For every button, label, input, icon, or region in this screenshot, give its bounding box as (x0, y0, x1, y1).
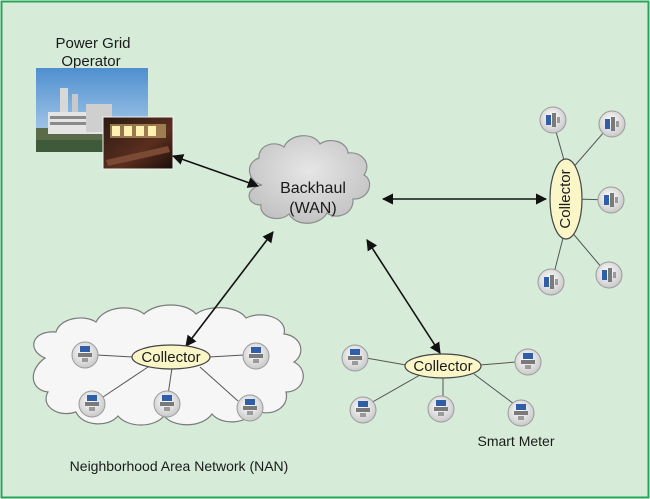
backhaul-bottom-collector-arrow (366, 239, 441, 354)
collector-label-nan: Collector (141, 349, 200, 366)
collector-node-nan (131, 344, 211, 370)
control-room-photo (102, 116, 174, 170)
collector-node-right (549, 158, 583, 240)
collector-label-bottom: Collector (413, 358, 472, 375)
bottom-collector-cluster: Collector (341, 344, 542, 427)
smart-meter-icon (427, 395, 455, 423)
backhaul-label-line2: (WAN) (289, 200, 336, 217)
operator-label-line1: Power Grid (55, 35, 130, 52)
collector-node-bottom (404, 353, 482, 379)
smart-meter-icon (236, 394, 264, 422)
power-grid-operator: Power Grid Operator (36, 35, 174, 170)
smart-meter-icon (537, 268, 565, 296)
smart-meter-icon (539, 106, 567, 134)
nan-collector-cluster: Collector (71, 341, 270, 422)
collector-label-right: Collector (557, 169, 574, 228)
smart-meter-icon (71, 341, 99, 369)
backhaul-label-line1: Backhaul (280, 180, 346, 197)
connection-arrows (171, 154, 548, 354)
smart-meter-icon (78, 390, 106, 418)
operator-label-line2: Operator (61, 53, 120, 70)
backhaul-wan-cloud: Backhaul (WAN) (248, 135, 371, 224)
operator-backhaul-arrow (171, 154, 260, 188)
smart-meter-label: Smart Meter (477, 433, 554, 449)
smart-meter-icon (349, 396, 377, 424)
backhaul-nan-collector-arrow (185, 231, 274, 347)
smart-meter-icon (595, 261, 623, 289)
smart-meter-icon (597, 186, 625, 214)
smart-meter-icon (514, 348, 542, 376)
nan-cluster-links (96, 354, 245, 402)
smart-meter-icon (153, 390, 181, 418)
right-collector-cluster: Collector (537, 106, 626, 296)
nan-label: Neighborhood Area Network (NAN) (70, 458, 289, 474)
smart-meter-icon (242, 342, 270, 370)
smart-meter-icon (341, 344, 369, 372)
smart-meter-icon (598, 110, 626, 138)
smart-meter-icon (507, 399, 535, 427)
